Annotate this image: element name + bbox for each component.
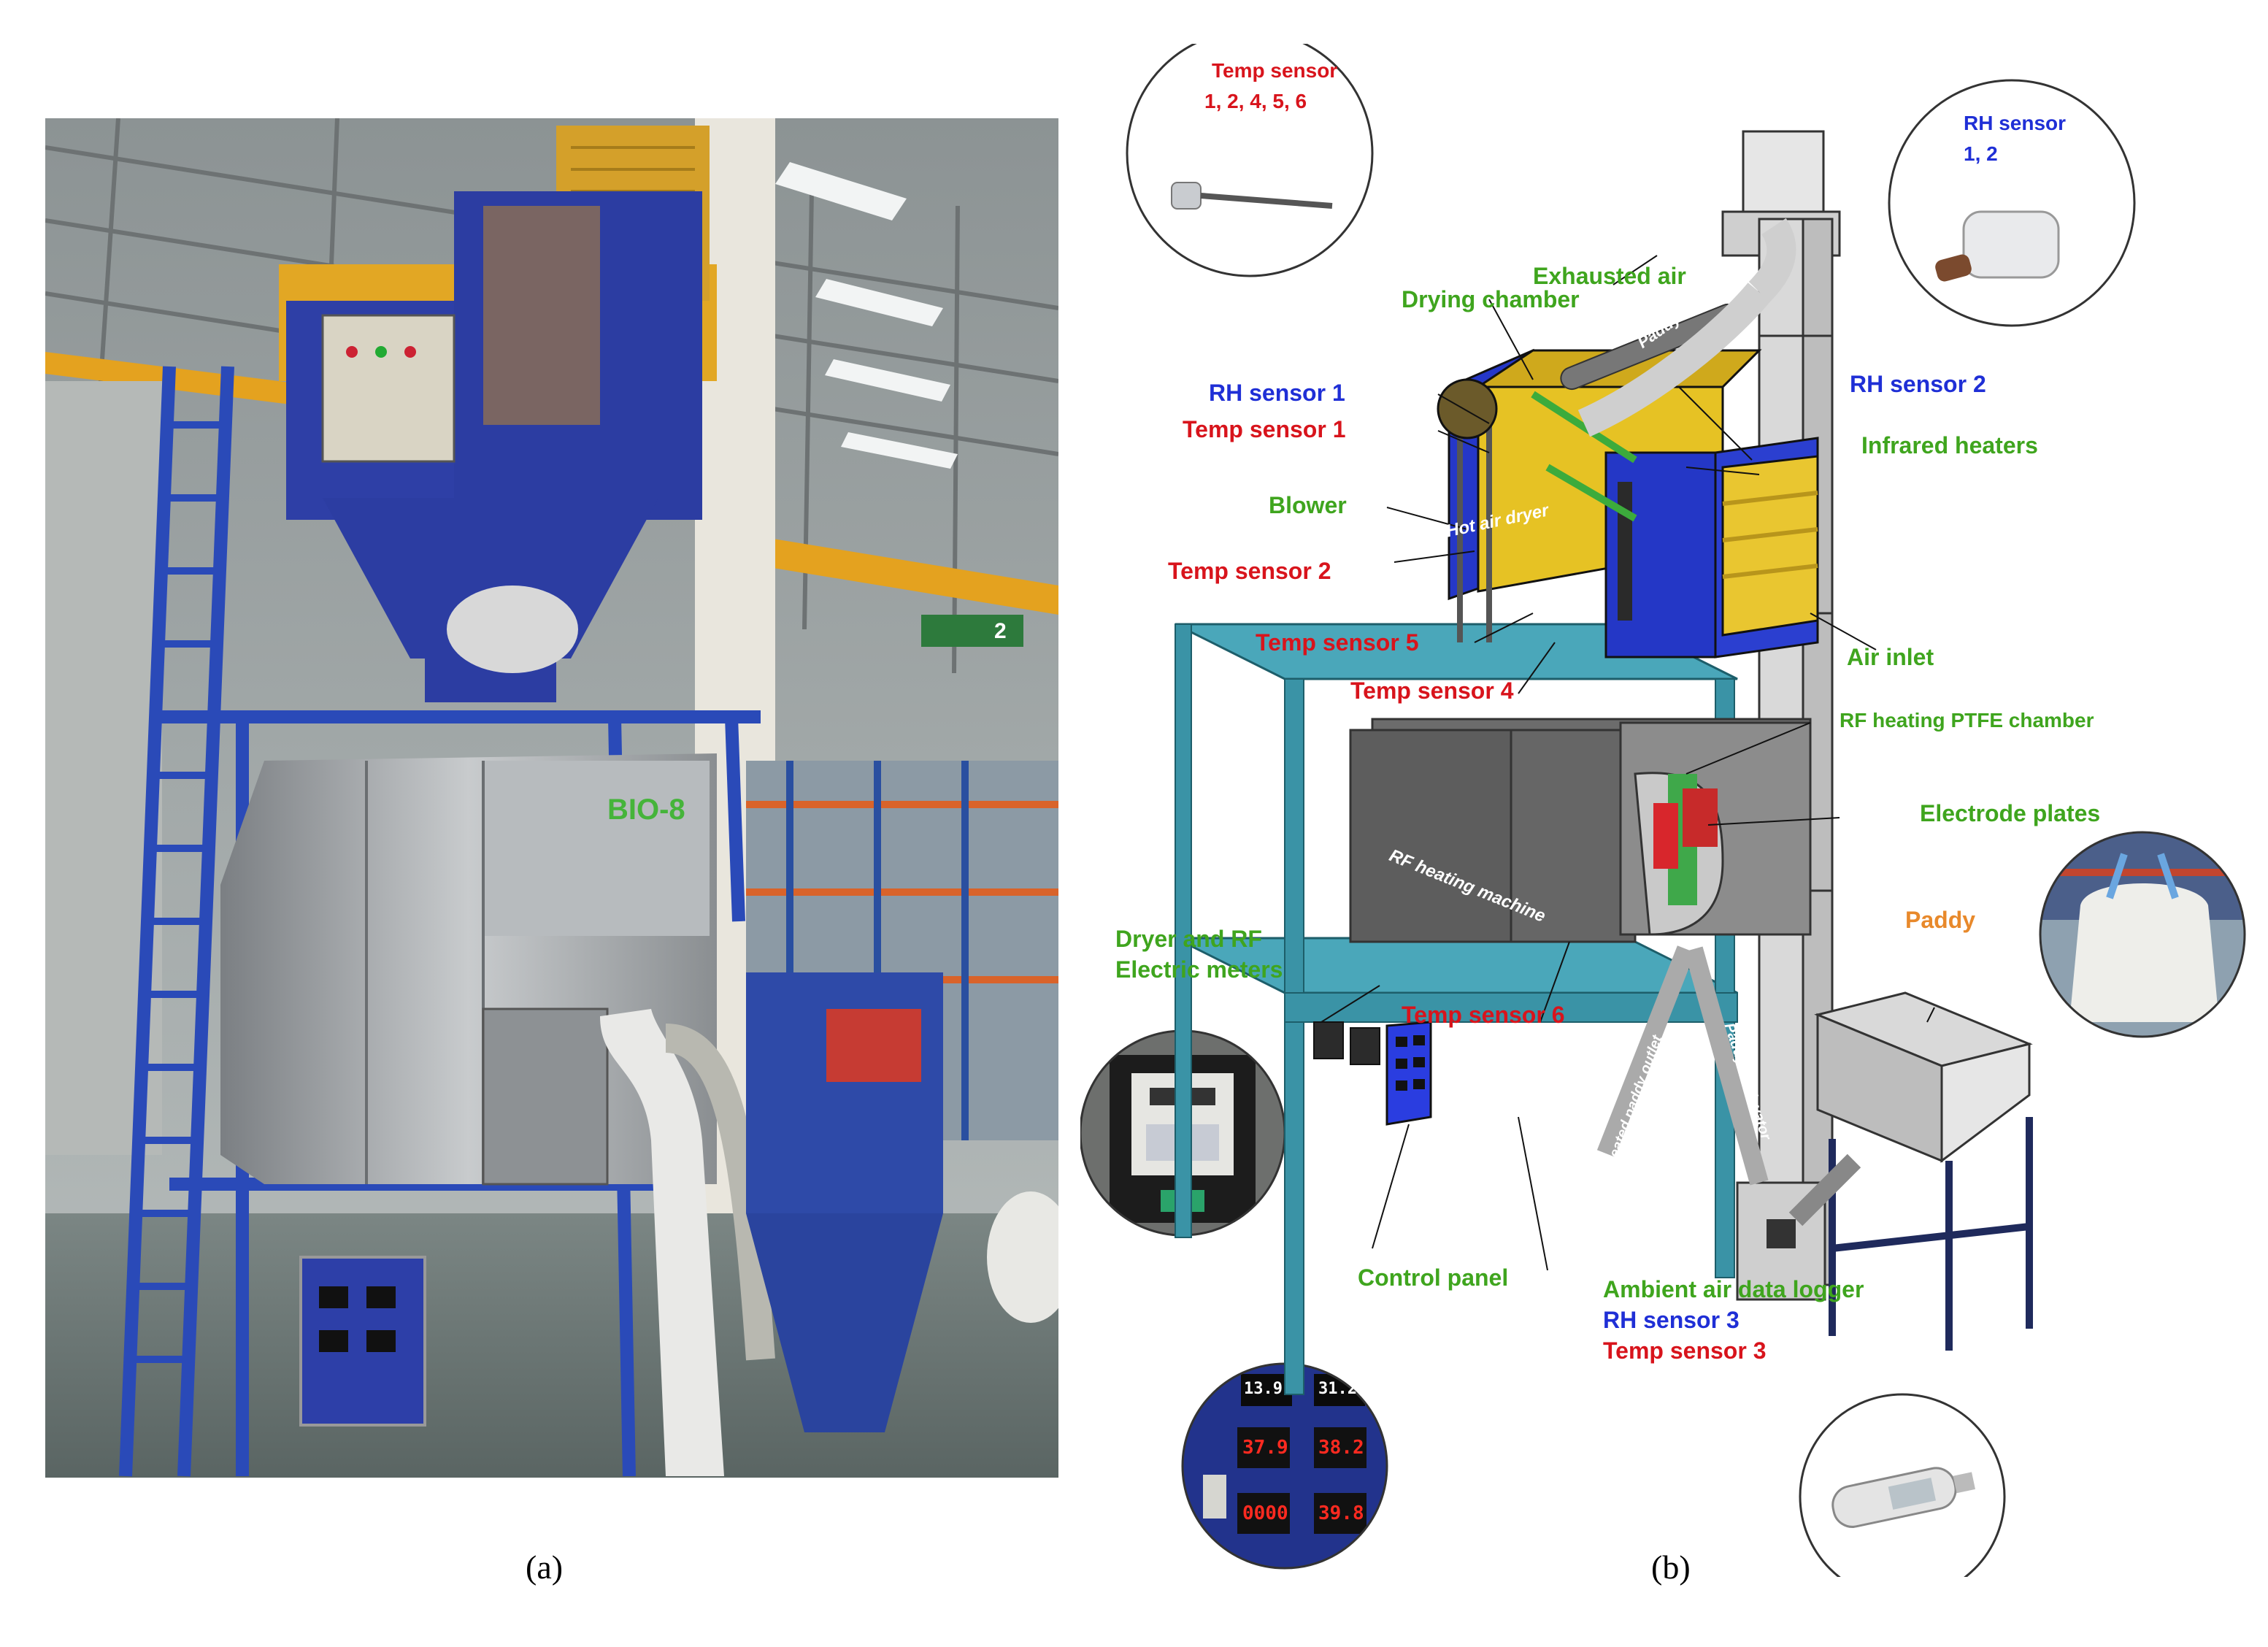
label-temp-sensor-2: Temp sensor 2 (1168, 558, 1331, 584)
label-temp-sensor-5: Temp sensor 5 (1256, 629, 1419, 656)
paddy-bag-inset (2039, 831, 2246, 1038)
label-temp-sensor-1: Temp sensor 1 (1183, 416, 1346, 442)
label-air-inlet: Air inlet (1847, 644, 1934, 670)
label-temp-sensor-4: Temp sensor 4 (1350, 677, 1514, 704)
diagram-panel: Hot air dryer RF heating machine Paddy P… (1080, 44, 2248, 1577)
reading-bot-left: 0000 (1242, 1502, 1288, 1524)
label-temp-sensor-3: Temp sensor 3 (1603, 1337, 1767, 1364)
temp-sensor-inset (1126, 44, 1374, 277)
label-infrared-heaters: Infrared heaters (1861, 432, 2038, 458)
label-temp-sensor-group-ids: 1, 2, 4, 5, 6 (1204, 90, 1307, 112)
label-rh-sensor-3: RH sensor 3 (1603, 1307, 1740, 1333)
photo-dryer-unit (279, 126, 717, 702)
ladder-rungs (131, 421, 225, 1363)
outlet-pipes (1596, 945, 1769, 1186)
photo-hopper (746, 972, 943, 1432)
reading-top-right: 31.2 (1318, 1380, 1357, 1398)
photo-rf-machine: BIO-8 (220, 753, 717, 1186)
photo-panel: 2 (45, 118, 1058, 1478)
usb-logger-icon (1831, 1467, 1975, 1528)
label-dryer-rf-meters-line2: Electric meters (1115, 956, 1283, 983)
label-electrode-plates: Electrode plates (1920, 800, 2101, 826)
label-control-panel: Control panel (1358, 1264, 1509, 1291)
label-temp-sensor-group: Temp sensor (1212, 59, 1338, 82)
label-ambient-logger: Ambient air data logger (1603, 1276, 1864, 1302)
paddy-hopper (1788, 991, 2033, 1351)
label-rh-sensor-1: RH sensor 1 (1209, 380, 1345, 406)
crane-beam-right (702, 527, 1058, 615)
crane-sign (921, 615, 1023, 647)
frame-control-panel (1385, 1021, 1432, 1126)
label-rf-heating-ptfe-chamber: RF heating PTFE chamber (1840, 709, 2094, 732)
temp-probe-icon (1171, 182, 1333, 210)
label-rh-sensor-group-ids: 1, 2 (1964, 142, 1998, 165)
reading-bot-right: 39.8 (1318, 1502, 1364, 1524)
hot-air-dryer (1437, 218, 1819, 659)
caption-a: (a) (526, 1548, 564, 1586)
factory-photo: 2 (45, 118, 1058, 1478)
label-paddy: Paddy (1905, 907, 1976, 933)
brand-label: BIO-8 (607, 794, 685, 826)
label-dryer-rf-meters-line1: Dryer and RF (1115, 926, 1262, 952)
photo-bag (987, 1191, 1058, 1323)
label-temp-sensor-6: Temp sensor 6 (1402, 1002, 1565, 1028)
rf-machine (1349, 718, 1812, 943)
crane-tag-text: 2 (994, 619, 1007, 643)
control-panel-inset (1181, 1362, 1388, 1570)
photo-pipes (600, 1009, 775, 1476)
caption-b: (b) (1651, 1548, 1691, 1586)
label-rh-sensor-2: RH sensor 2 (1850, 371, 1986, 397)
photo-control-box (299, 1256, 426, 1427)
reading-top-left: 13.9 (1244, 1380, 1283, 1398)
leader-lines (1321, 255, 1935, 1271)
label-drying-chamber: Drying chamber (1402, 286, 1580, 312)
label-exhausted-air: Exhausted air (1533, 263, 1686, 289)
teal-frame (1175, 623, 1738, 1395)
meters-boxes (1313, 1021, 1380, 1065)
reading-mid-right: 38.2 (1318, 1437, 1364, 1459)
system-diagram (1080, 44, 2246, 1577)
rh-sensor-icon (1935, 210, 2060, 282)
label-blower: Blower (1269, 492, 1347, 518)
skylights (775, 162, 958, 469)
reading-mid-left: 37.9 (1242, 1437, 1288, 1459)
label-rh-sensor-group: RH sensor (1964, 112, 2067, 134)
